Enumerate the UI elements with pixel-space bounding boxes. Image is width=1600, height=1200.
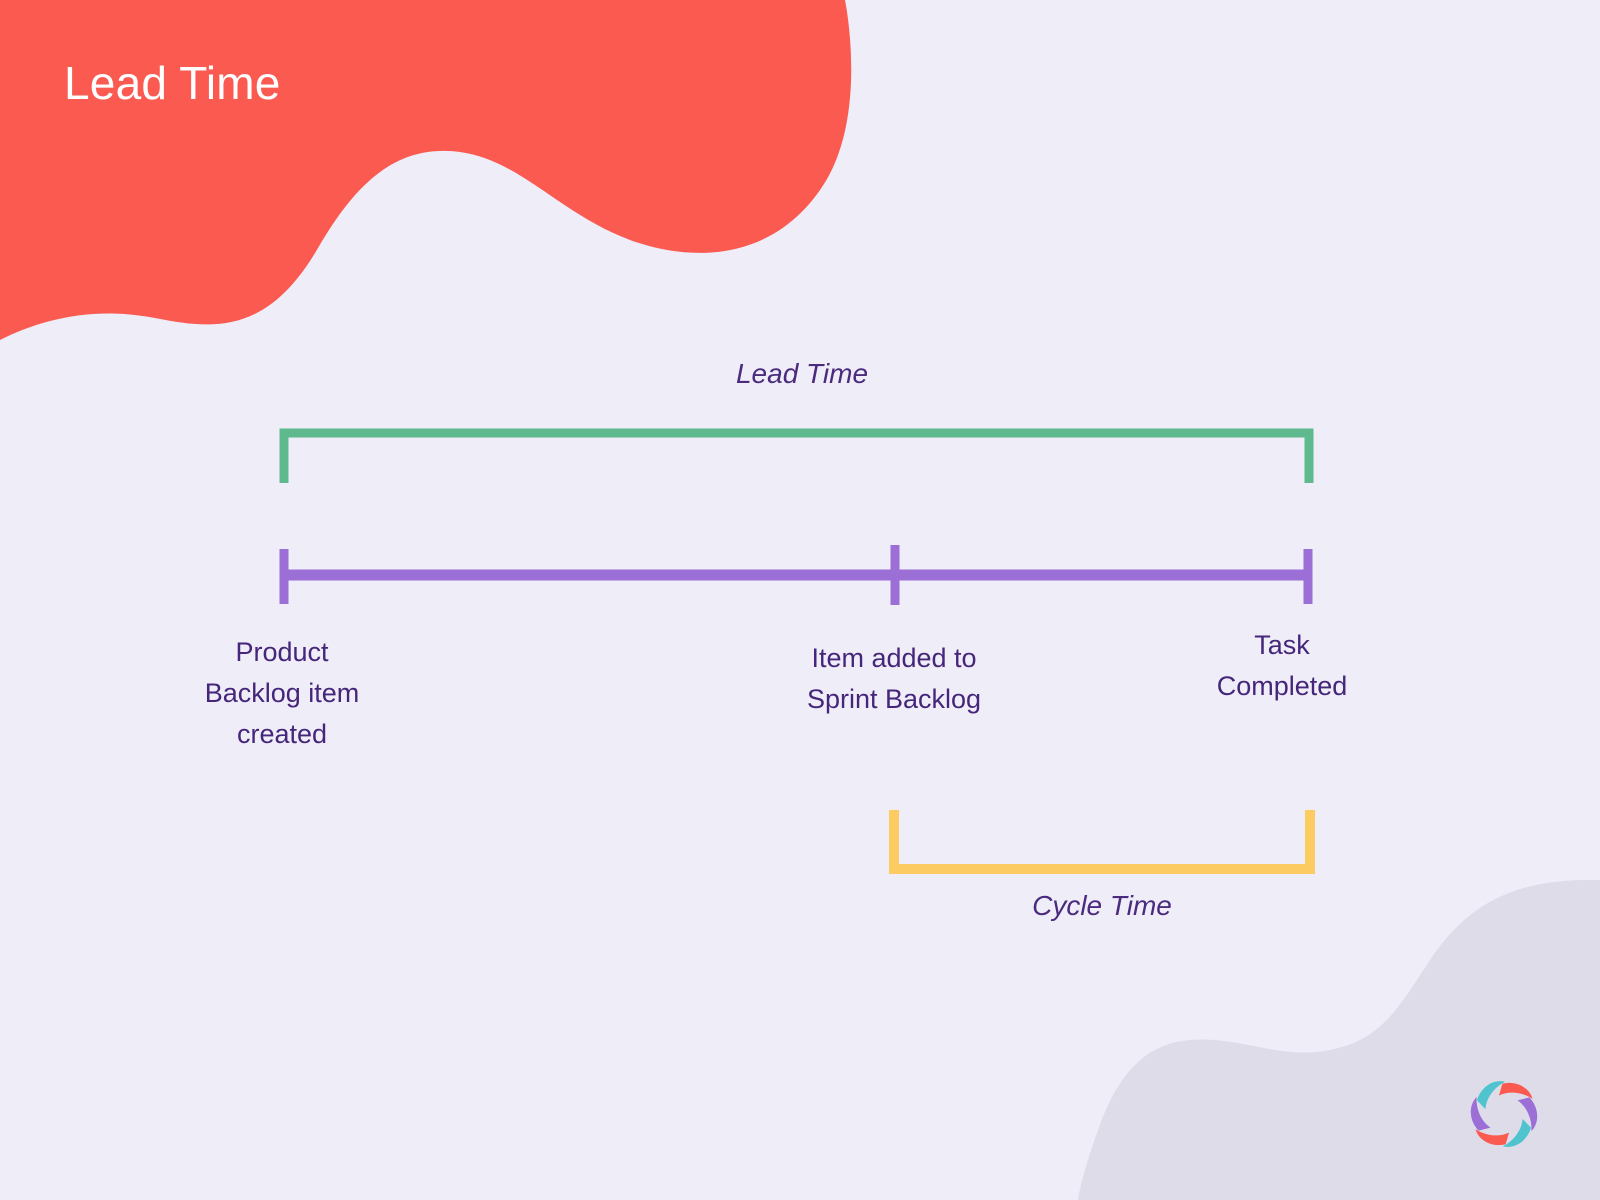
cycle-time-bracket (889, 810, 1315, 874)
milestone-label-item-added-to-sprint-backlog: Item added to Sprint Backlog (806, 643, 982, 714)
logo-petal-teal-1 (1502, 1118, 1532, 1147)
logo-petal-purple-2 (1470, 1096, 1491, 1131)
timeline-axis (279, 545, 1313, 605)
pinwheel-logo (1470, 1081, 1538, 1147)
lead-time-bracket (279, 428, 1314, 483)
lead-time-bracket-path (279, 428, 1314, 483)
cycle-time-bracket-label: Cycle Time (1032, 890, 1172, 921)
page-title: Lead Time (64, 57, 281, 109)
logo-petal-purple-1 (1517, 1097, 1538, 1132)
logo-petal-teal-2 (1476, 1081, 1506, 1110)
cycle-time-bracket-path (889, 810, 1315, 874)
logo-petal-coral-1 (1498, 1082, 1533, 1099)
lead-time-bracket-label: Lead Time (735, 358, 869, 389)
milestone-label-task-completed: Task Completed (1216, 630, 1348, 701)
milestone-label-product-backlog-item-created: Product Backlog item created (204, 637, 360, 749)
pinwheel-logo-petals (1470, 1081, 1538, 1147)
logo-petal-coral-2 (1475, 1129, 1510, 1146)
